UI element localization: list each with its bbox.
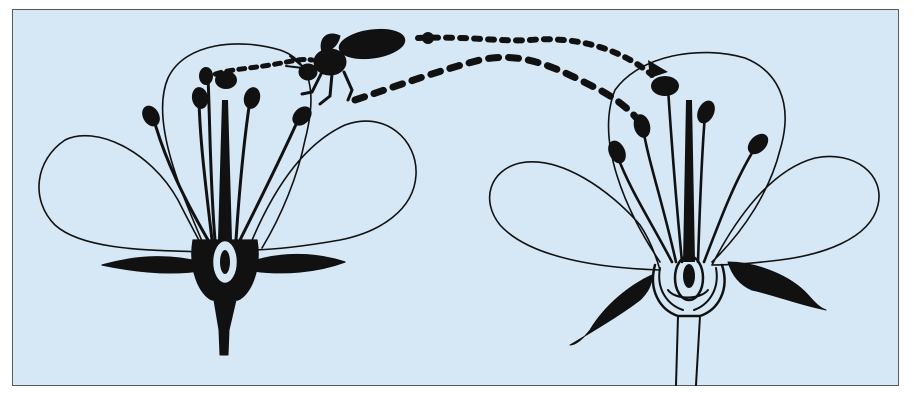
bee-thorax [314,49,346,75]
right-flower-stigma [651,76,679,96]
